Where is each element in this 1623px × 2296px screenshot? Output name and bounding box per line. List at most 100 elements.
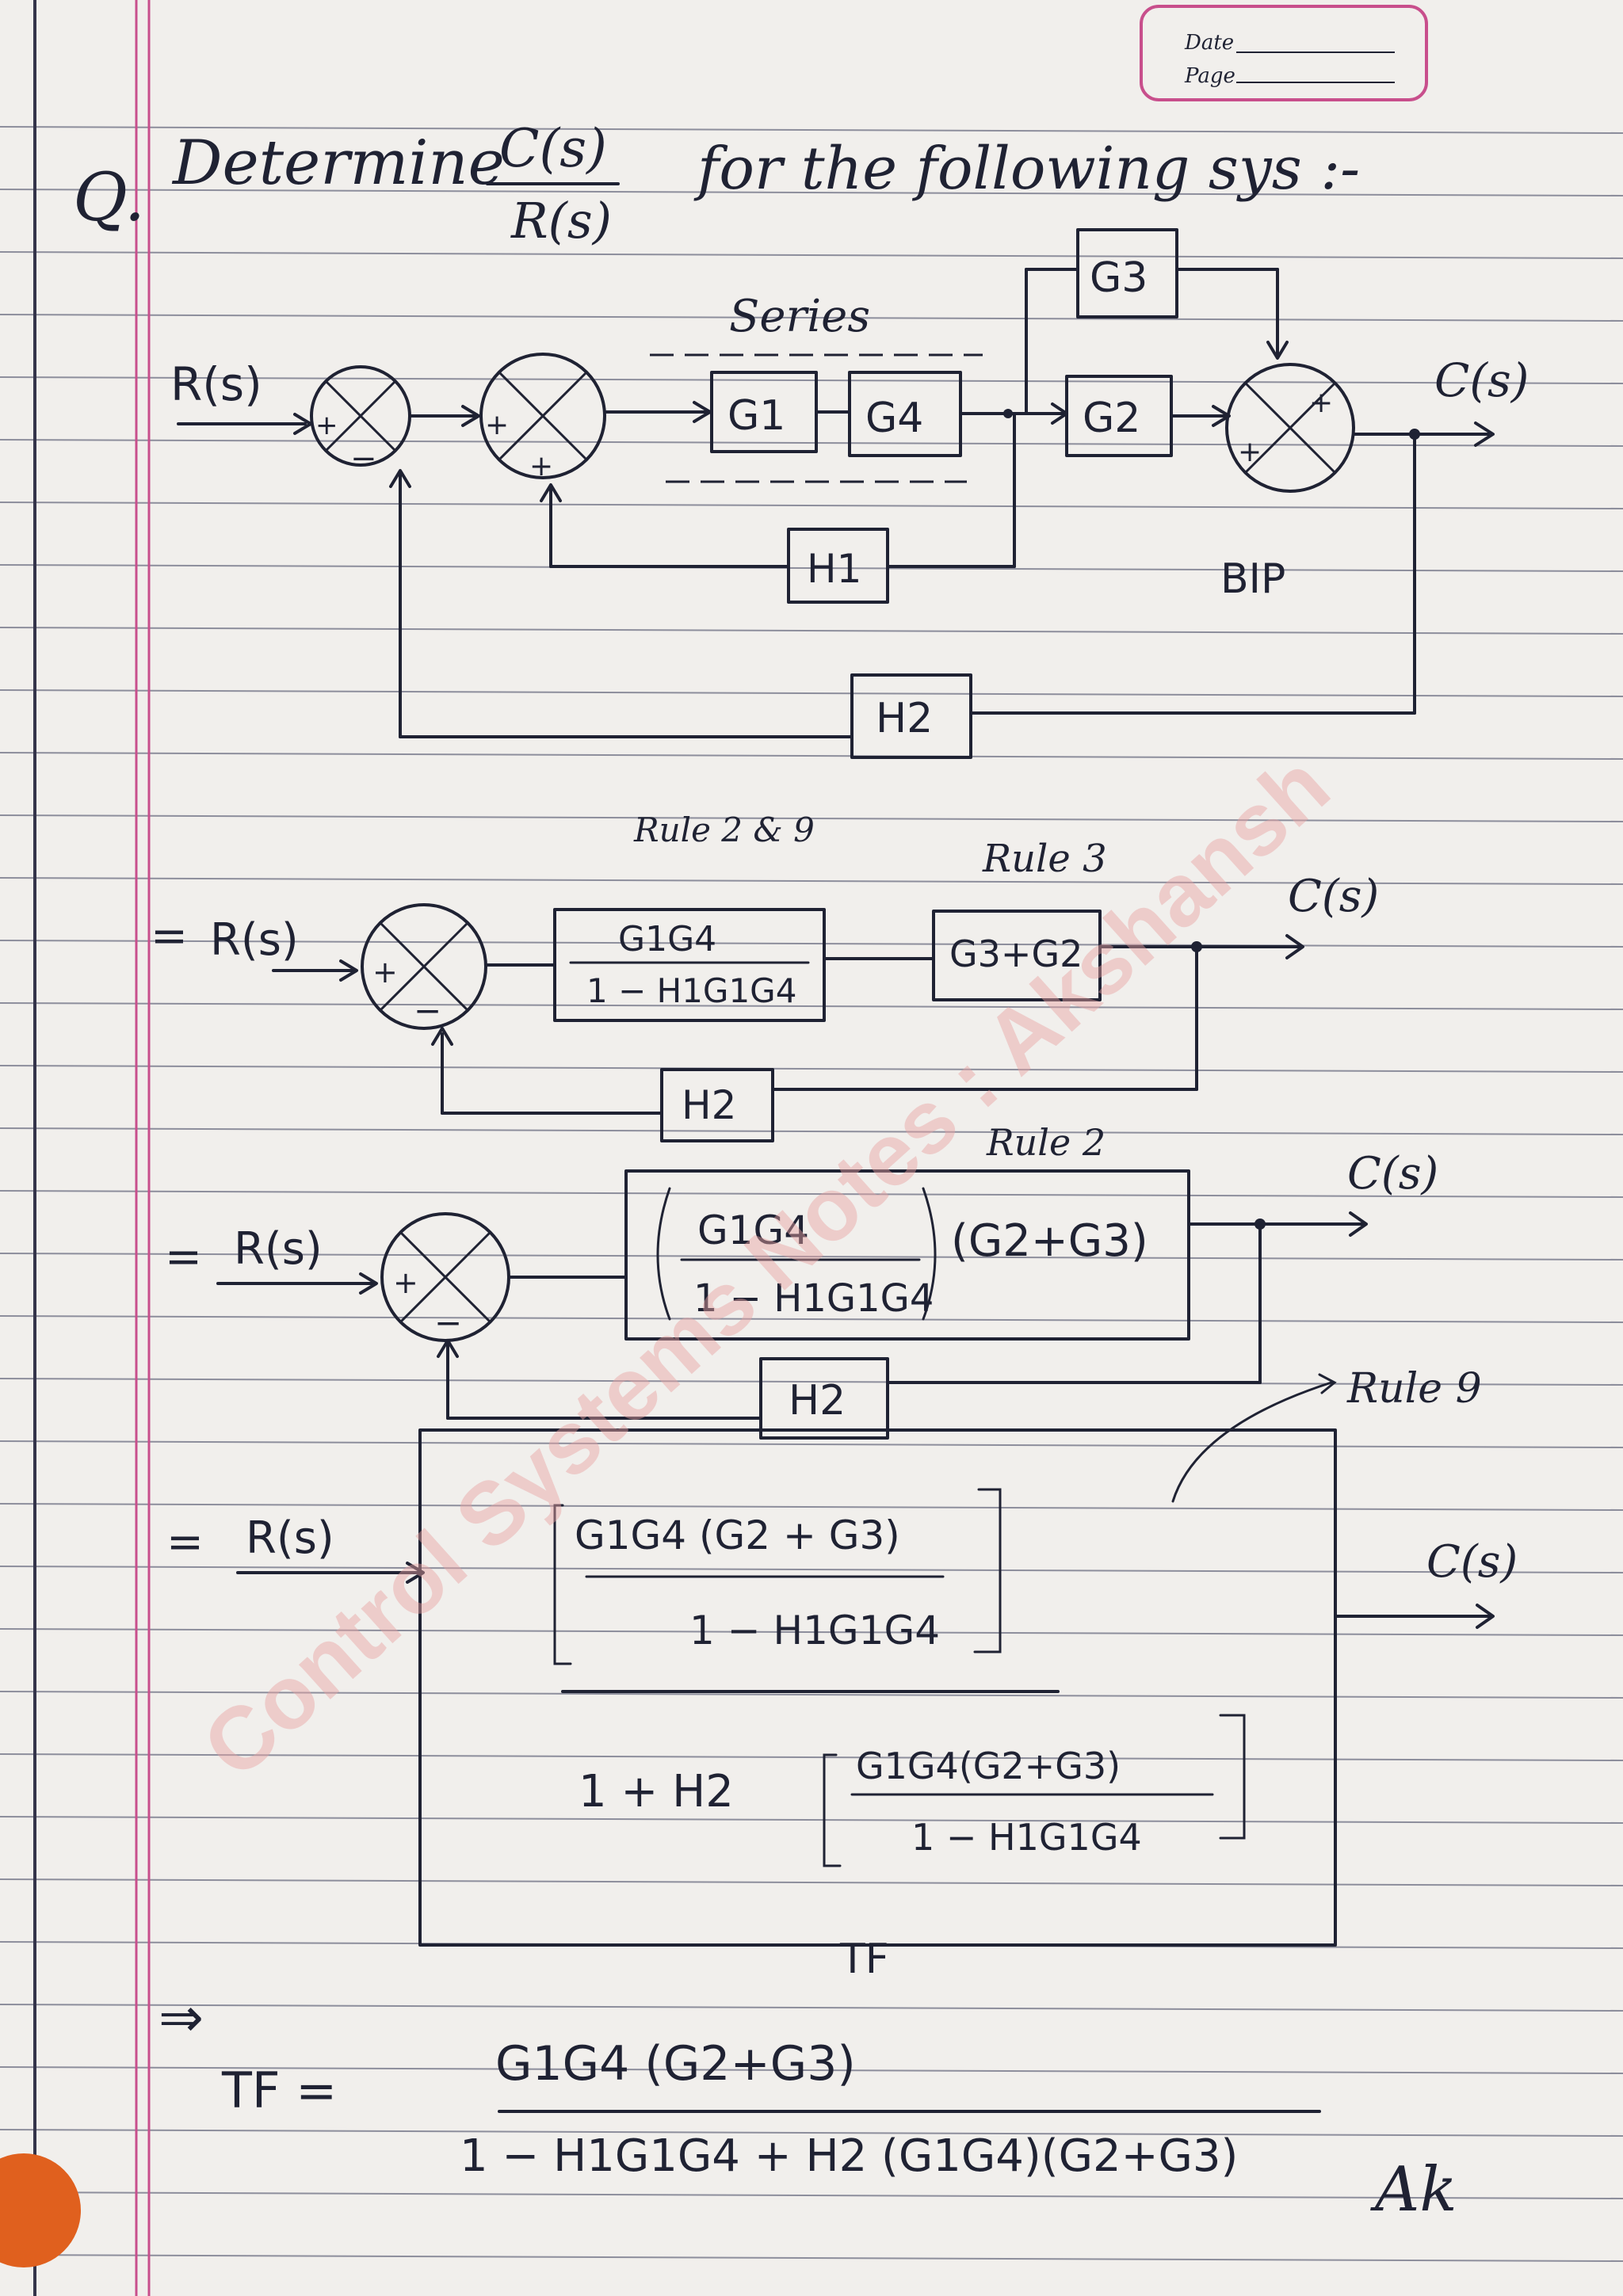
ruled-line [0,814,1623,822]
result-arrow: ⇒ [158,1987,204,2050]
d1-input-label: R(s) [170,357,262,411]
s3-input-label: R(s) [234,1223,323,1275]
signature: Ak [1370,2154,1457,2225]
s2-rule-a: Rule 2 & 9 [633,810,815,849]
s2-block-1-den: 1 − H1G1G4 [586,971,796,1010]
s2-block-2-label: G3+G2 [949,933,1083,975]
ruled-line [0,189,1623,196]
ruled-line [0,126,1623,134]
d1-sign-5: + [1309,387,1333,419]
s3-block [624,1169,1190,1341]
ruled-lines [0,126,1623,2262]
s3-block-den: 1 − H1G1G4 [693,1276,934,1321]
d1-sign-4: + [529,450,553,482]
date-page-box: Date Page [1140,5,1428,101]
d1-sign-6: + [1238,436,1262,468]
reduction-step-3: = R(s) + − Rule 2 G1G4 1 − H1G1G4 (G2+G3… [165,1121,1438,1440]
s4-den-inner-den: 1 − H1G1G4 [911,1816,1142,1859]
s2-feedback-h2-label: H2 [682,1082,736,1128]
s3-block-num: G1G4 [697,1207,809,1253]
s4-rule: Rule 9 [1346,1365,1482,1413]
ruled-line [0,2129,1623,2137]
ruled-line [0,1753,1623,1761]
ruled-line [0,1378,1623,1386]
s2-block-2 [932,910,1102,1001]
d1-output-label: C(s) [1434,353,1529,407]
d1-block-g2-label: G2 [1083,395,1140,442]
d1-block-g1-label: G1 [727,392,785,440]
d1-summing-junction-3: + + [1225,363,1355,493]
s2-output-label: C(s) [1288,871,1379,922]
result-denominator: 1 − H1G1G4 + H2 (G1G4)(G2+G3) [460,2130,1238,2182]
s3-equals: = [165,1231,202,1283]
ruled-line [0,1315,1623,1323]
s4-input-label: R(s) [246,1512,334,1564]
ruled-line [0,1440,1623,1448]
s2-sign-minus: − [414,991,441,1030]
d1-summing-junction-1: + − [310,365,411,477]
s4-den-lead: 1 + H2 [579,1766,734,1817]
ruled-line [0,1002,1623,1010]
d1-block-h2 [850,673,972,759]
ruled-line [0,1253,1623,1261]
date-label: Date [1184,31,1234,55]
s4-den-inner-num: G1G4(G2+G3) [856,1745,1121,1787]
question-heading: Q. Determine C(s) R(s) for the following… [73,118,1360,250]
ruled-line [0,1816,1623,1824]
s4-output-label: C(s) [1426,1536,1518,1588]
ruled-line [0,502,1623,509]
ruled-line [0,2254,1623,2262]
ruled-line [0,689,1623,697]
ruled-line [0,877,1623,885]
s4-inner-num: G1G4 (G2 + G3) [575,1512,900,1558]
s2-block-1 [553,908,826,1022]
d1-block-g3-label: G3 [1090,254,1148,302]
s2-rule-b: Rule 3 [982,837,1107,881]
ruled-line [0,376,1623,384]
ruled-line [0,1566,1623,1573]
result-lhs: TF = [221,2061,337,2119]
ruled-line [0,940,1623,948]
s2-equals: = [151,910,188,962]
d1-summing-junction-2: + + [479,353,606,482]
s2-feedback-h2 [660,1068,774,1142]
s2-block-1-num: G1G4 [618,919,716,959]
d1-bip-label: BIP [1220,555,1285,603]
ruled-line [0,2191,1623,2199]
ruled-line [0,1691,1623,1699]
s3-feedback-h2-label: H2 [789,1377,846,1425]
ruled-line [0,1127,1623,1135]
s2-sign-plus: + [372,955,398,990]
s2-input-label: R(s) [210,914,299,966]
ruled-line [0,1190,1623,1198]
s4-tf-block [418,1428,1337,1947]
question-text: Determine [171,128,505,199]
result-numerator: G1G4 (G2+G3) [495,2036,856,2092]
ruled-line [0,1065,1623,1073]
s2-summing-junction: + − [361,903,487,1030]
ruled-line [0,1628,1623,1636]
s3-sign-plus: + [393,1265,418,1300]
s3-block-tail: (G2+G3) [951,1215,1148,1267]
ruled-line [0,2004,1623,2012]
s4-inner-den: 1 − H1G1G4 [689,1608,940,1653]
ruled-line [0,1878,1623,1886]
original-block-diagram: R(s) + − + + Series G1 [170,228,1529,759]
ruled-line [0,314,1623,322]
ruled-line [0,627,1623,635]
d1-block-g4-label: G4 [865,395,923,442]
s3-output-label: C(s) [1347,1148,1438,1199]
orange-sticker [0,2153,81,2267]
d1-sign-2: − [350,441,377,477]
d1-block-g3 [1076,228,1178,318]
d1-series-label: Series [729,291,870,342]
ruled-line [0,251,1623,259]
d1-block-h2-label: H2 [876,695,933,742]
ruled-line [0,2066,1623,2074]
d1-sign-1: + [315,410,338,441]
question-numerator: C(s) [499,118,607,179]
page-label: Page [1184,64,1235,88]
reduction-step-2: = R(s) + − Rule 2 & 9 G1G4 1 − H1G1G4 Ru… [151,810,1379,1142]
s4-rule-arrow [1171,1381,1333,1503]
